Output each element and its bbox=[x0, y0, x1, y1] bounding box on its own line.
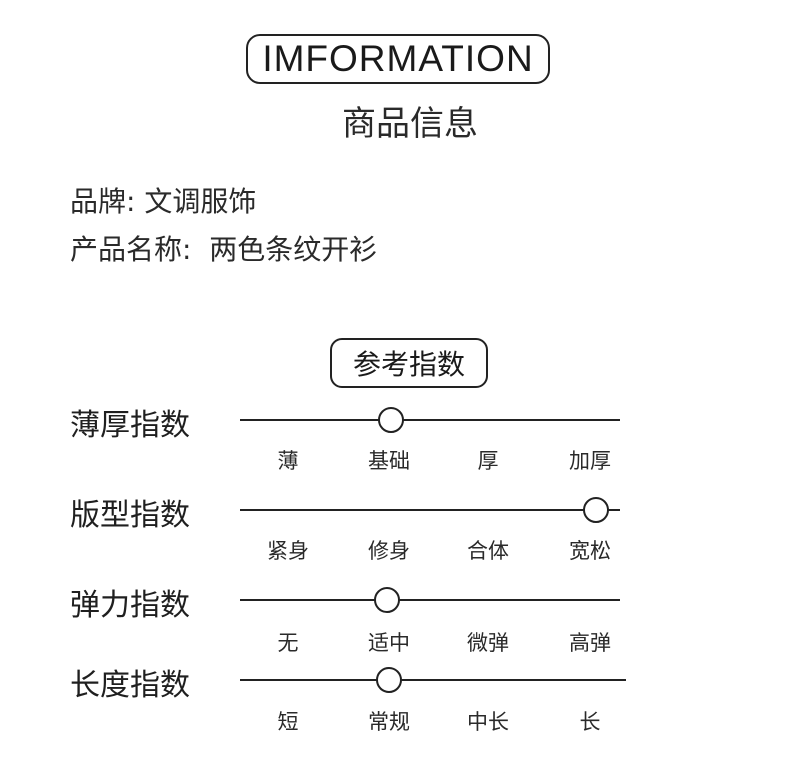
product-name-label: 产品名称 bbox=[70, 233, 183, 266]
length-index-label: 长度指数 bbox=[70, 668, 190, 703]
information-title-pill: IMFORMATION bbox=[246, 34, 550, 84]
information-title: IMFORMATION bbox=[262, 38, 534, 79]
fit-option-3: 合体 bbox=[467, 539, 509, 563]
product-info-heading: 商品信息 bbox=[342, 104, 478, 144]
brand-value: 文调服饰 bbox=[144, 185, 257, 218]
product-name-separator: : bbox=[182, 233, 210, 266]
length-option-3: 中长 bbox=[467, 710, 509, 734]
stretch-index-label: 弹力指数 bbox=[70, 588, 190, 623]
length-scale-line bbox=[240, 679, 626, 681]
length-option-4: 长 bbox=[579, 710, 601, 734]
reference-index-pill: 参考指数 bbox=[330, 338, 488, 388]
thickness-index-label: 薄厚指数 bbox=[70, 408, 190, 443]
stretch-option-4: 高弹 bbox=[569, 631, 611, 655]
product-name-line: 产品名称: 两色条纹开衫 bbox=[70, 228, 377, 268]
reference-index-title: 参考指数 bbox=[352, 348, 465, 381]
length-option-1: 短 bbox=[277, 710, 299, 734]
fit-scale-marker bbox=[583, 497, 609, 523]
brand-label: 品牌 bbox=[70, 185, 127, 218]
fit-index-label: 版型指数 bbox=[70, 498, 190, 533]
thickness-option-2: 基础 bbox=[368, 449, 410, 473]
fit-scale-line bbox=[240, 509, 620, 511]
fit-option-4: 宽松 bbox=[569, 539, 611, 563]
product-name-value: 两色条纹开衫 bbox=[209, 233, 378, 266]
thickness-scale-marker bbox=[378, 407, 404, 433]
brand-line: 品牌: 文调服饰 bbox=[70, 180, 256, 220]
fit-option-2: 修身 bbox=[368, 539, 410, 563]
length-option-2: 常规 bbox=[368, 710, 410, 734]
thickness-scale-line bbox=[240, 419, 620, 421]
length-scale-marker bbox=[376, 667, 402, 693]
fit-option-1: 紧身 bbox=[267, 539, 309, 563]
stretch-option-2: 适中 bbox=[368, 631, 410, 655]
stretch-scale-marker bbox=[374, 587, 400, 613]
thickness-option-4: 加厚 bbox=[569, 449, 611, 473]
thickness-option-3: 厚 bbox=[477, 449, 499, 473]
thickness-option-1: 薄 bbox=[277, 449, 299, 473]
brand-separator: : bbox=[126, 185, 145, 218]
stretch-option-3: 微弹 bbox=[467, 631, 509, 655]
stretch-scale-line bbox=[240, 599, 620, 601]
stretch-option-1: 无 bbox=[277, 631, 299, 655]
